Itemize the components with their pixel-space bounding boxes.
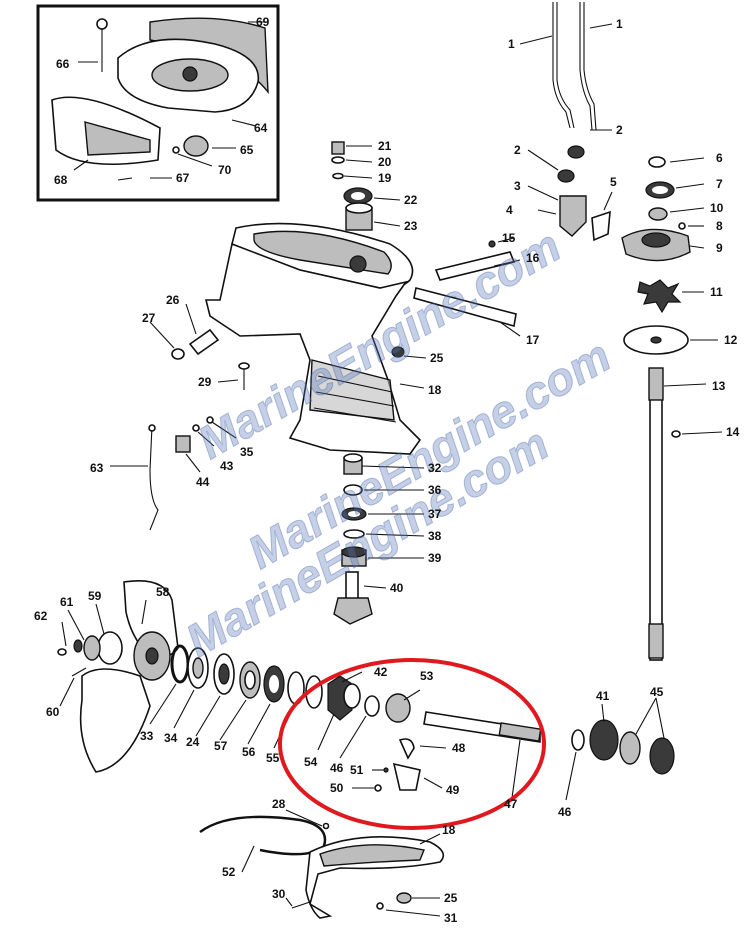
- callout-label: 41: [596, 689, 610, 703]
- callout-label: 43: [220, 459, 234, 473]
- callout-label: 36: [428, 483, 442, 497]
- callout-label: 66: [56, 57, 70, 71]
- callout-label: 28: [272, 797, 286, 811]
- callout-labels: 1 1 2 2 3 4 5 6 7 8 9 10 11 12 13 14 15 …: [34, 15, 740, 925]
- callout-label: 68: [54, 173, 68, 187]
- callout-label: 25: [444, 891, 458, 905]
- callout-label: 38: [428, 529, 442, 543]
- callout-label: 4: [506, 203, 513, 217]
- callout-label: 39: [428, 551, 442, 565]
- callout-label: 69: [256, 15, 270, 29]
- shift-rods: [519, 2, 613, 131]
- callout-label: 14: [726, 425, 740, 439]
- callout-label: 64: [254, 121, 268, 135]
- callout-label: 67: [176, 171, 190, 185]
- callout-label: 46: [330, 761, 344, 775]
- drive-shaft: [648, 367, 723, 661]
- callout-label: 24: [186, 735, 200, 749]
- linkage-bars: [413, 237, 521, 337]
- callout-label: 19: [378, 171, 392, 185]
- callout-label: 70: [218, 163, 232, 177]
- callout-label: 40: [390, 581, 404, 595]
- callout-label: 25: [430, 351, 444, 365]
- callout-label: 7: [716, 177, 723, 191]
- callout-label: 3: [514, 179, 521, 193]
- callout-label: 53: [420, 669, 434, 683]
- center-stack: [333, 453, 425, 625]
- callout-label: 34: [164, 731, 178, 745]
- callout-label: 57: [214, 739, 228, 753]
- callout-label: 61: [60, 595, 74, 609]
- gearcase-housing: [204, 222, 425, 455]
- callout-label: 10: [710, 201, 724, 215]
- callout-label: 42: [374, 665, 388, 679]
- callout-label: 55: [266, 751, 280, 765]
- callout-label: 32: [428, 461, 442, 475]
- callout-label: 15: [502, 231, 516, 245]
- callout-label: 11: [710, 285, 723, 299]
- callout-label: 56: [242, 745, 256, 759]
- callout-label: 18: [428, 383, 442, 397]
- callout-label: 51: [350, 763, 364, 777]
- callout-label: 2: [616, 123, 623, 137]
- callout-label: 31: [444, 911, 458, 925]
- callout-label: 35: [240, 445, 254, 459]
- callout-label: 60: [46, 705, 60, 719]
- callout-label: 45: [650, 685, 664, 699]
- callout-label: 5: [610, 175, 617, 189]
- callout-label: 59: [88, 589, 102, 603]
- callout-label: 47: [504, 797, 518, 811]
- callout-label: 62: [34, 609, 48, 623]
- lower-gearcase: [199, 809, 445, 919]
- callout-label: 20: [378, 155, 392, 169]
- callout-label: 58: [156, 585, 170, 599]
- callout-label: 22: [404, 193, 418, 207]
- callout-label: 6: [716, 151, 723, 165]
- callout-label: 49: [446, 783, 460, 797]
- callout-label: 48: [452, 741, 466, 755]
- callout-label: 50: [330, 781, 344, 795]
- callout-label: 12: [724, 333, 738, 347]
- callout-label: 8: [716, 219, 723, 233]
- callout-label: 26: [166, 293, 180, 307]
- callout-label: 29: [198, 375, 212, 389]
- callout-label: 16: [526, 251, 540, 265]
- highlight-circle: [278, 658, 546, 830]
- callout-label: 33: [140, 729, 154, 743]
- callout-label: 21: [378, 139, 392, 153]
- propeller-assembly: [57, 580, 675, 801]
- callout-label: 54: [304, 755, 318, 769]
- callout-label: 37: [428, 507, 442, 521]
- callout-label: 65: [240, 143, 254, 157]
- callout-label: 13: [712, 379, 726, 393]
- shift-linkage: [527, 129, 613, 242]
- water-pump-parts: [621, 156, 718, 355]
- callout-label: 52: [222, 865, 236, 879]
- left-small-parts: [110, 303, 427, 531]
- callout-label: 44: [196, 475, 210, 489]
- callout-label: 46: [558, 805, 572, 819]
- callout-label: 18: [442, 823, 456, 837]
- callout-label: 27: [142, 311, 156, 325]
- upper-stack: [331, 141, 401, 231]
- callout-label: 1: [508, 37, 515, 51]
- callout-label: 23: [404, 219, 418, 233]
- inset-box: [36, 4, 280, 202]
- callout-label: 17: [526, 333, 540, 347]
- callout-label: 30: [272, 887, 286, 901]
- callout-label: 63: [90, 461, 104, 475]
- callout-label: 1: [616, 17, 623, 31]
- callout-label: 9: [716, 241, 723, 255]
- callout-label: 2: [514, 143, 521, 157]
